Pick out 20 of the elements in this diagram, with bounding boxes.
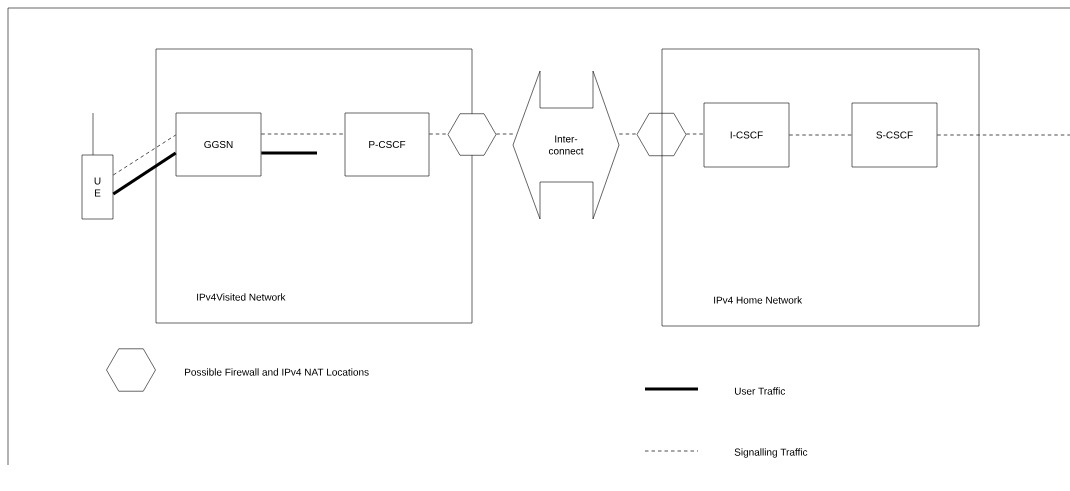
legend-text: Possible Firewall and IPv4 NAT Locations xyxy=(185,368,369,376)
connector-line xyxy=(936,134,1070,136)
connector-line xyxy=(788,134,853,136)
network-function-box: I-CSCF xyxy=(703,102,790,168)
firewall-hexagon xyxy=(636,113,687,156)
connector-line xyxy=(428,133,448,135)
connector-line xyxy=(112,134,177,176)
legend-text: Signalling Traffic xyxy=(734,448,808,458)
connector-line xyxy=(618,133,637,135)
connector-line xyxy=(496,133,514,135)
user-equipment-box: U E xyxy=(81,112,114,220)
network-function-box: S-CSCF xyxy=(851,102,938,168)
network-function-box: GGSN xyxy=(175,112,262,177)
firewall-hexagon xyxy=(447,113,497,156)
connector-line xyxy=(261,151,317,155)
connector-line xyxy=(112,151,177,196)
connector-line xyxy=(686,133,705,135)
legend-text: User Traffic xyxy=(735,387,786,395)
connector-line xyxy=(260,133,346,135)
network-function-box: P-CSCF xyxy=(344,112,430,177)
